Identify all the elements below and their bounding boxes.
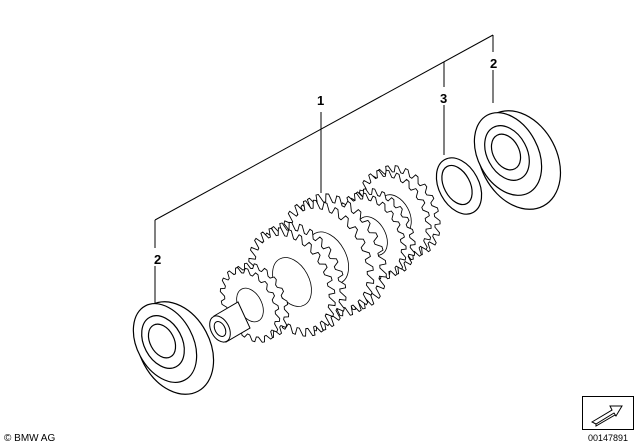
- gear-shaft: [209, 165, 441, 343]
- callout-bearing-left: 2: [154, 252, 162, 267]
- drawing-number: 00147891: [588, 433, 629, 443]
- arrow-icon: [582, 396, 634, 430]
- leader-lines: [154, 34, 494, 303]
- bearing-right: [473, 110, 562, 210]
- callout-shaft: 1: [317, 93, 325, 108]
- callout-spacer-ring: 3: [440, 91, 448, 106]
- shaft-stub: [209, 301, 251, 343]
- copyright-label: © BMW AG: [4, 433, 56, 444]
- leader-main: [154, 34, 494, 221]
- spacer-ring: [435, 157, 483, 215]
- callout-bearing-right: 2: [490, 56, 498, 71]
- bearing-left: [132, 301, 215, 395]
